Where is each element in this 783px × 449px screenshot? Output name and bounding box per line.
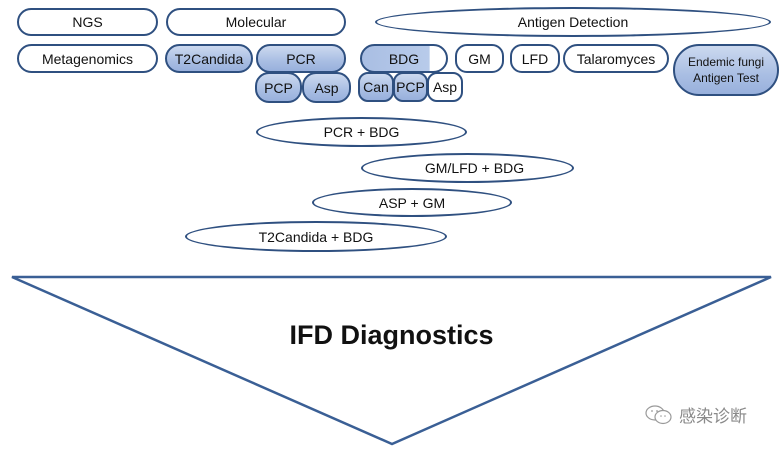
combo-label: ASP + GM xyxy=(378,194,446,211)
category-molecular: Molecular xyxy=(166,8,346,36)
combo-pcr-bdg: PCR + BDG xyxy=(256,117,467,147)
test-bdg-label: BDG xyxy=(388,50,420,67)
test-talaromyces: Talaromyces xyxy=(563,44,669,73)
test-metagenomics-label: Metagenomics xyxy=(41,50,134,67)
category-ngs-label: NGS xyxy=(72,14,103,30)
test-bdg-pcp: PCP xyxy=(393,72,428,102)
test-pcr-asp-label: Asp xyxy=(314,79,339,96)
test-pcr-pcp: PCP xyxy=(255,72,302,103)
funnel-shape xyxy=(11,275,772,446)
test-endemic-line2: Antigen Test xyxy=(693,71,759,85)
test-pcr: PCR xyxy=(256,44,346,73)
funnel-title: IFD Diagnostics xyxy=(289,320,494,350)
test-bdg-asp-label: Asp xyxy=(432,79,458,95)
test-metagenomics: Metagenomics xyxy=(17,44,158,73)
category-molecular-label: Molecular xyxy=(225,14,287,30)
combo-t2candida-bdg: T2Candida + BDG xyxy=(185,221,447,252)
category-antigen-label: Antigen Detection xyxy=(517,14,629,30)
test-talaromyces-label: Talaromyces xyxy=(576,50,656,67)
test-pcr-asp: Asp xyxy=(302,72,351,103)
test-lfd-label: LFD xyxy=(521,50,549,67)
category-ngs: NGS xyxy=(17,8,158,36)
wechat-icon xyxy=(645,404,672,424)
test-bdg-pcp-label: PCP xyxy=(396,79,425,95)
test-endemic-fungi: Endemic fungi Antigen Test xyxy=(673,44,779,96)
test-pcr-label: PCR xyxy=(286,50,316,67)
test-t2candida-label: T2Candida xyxy=(174,50,244,67)
watermark-text: 感染诊断 xyxy=(679,407,747,427)
watermark: 感染诊断 xyxy=(645,402,747,427)
category-antigen-detection: Antigen Detection xyxy=(375,7,771,37)
test-endemic-line1: Endemic fungi xyxy=(687,55,765,69)
test-pcr-pcp-label: PCP xyxy=(264,79,293,96)
combo-gm-lfd-bdg: GM/LFD + BDG xyxy=(361,153,574,183)
test-bdg-can-label: Can xyxy=(363,79,389,95)
combo-label: GM/LFD + BDG xyxy=(424,160,525,176)
test-lfd: LFD xyxy=(510,44,560,73)
combo-label: PCR + BDG xyxy=(323,124,400,140)
combo-label: T2Candida + BDG xyxy=(258,228,374,245)
test-bdg-asp: Asp xyxy=(427,72,463,102)
combo-asp-gm: ASP + GM xyxy=(312,188,512,217)
test-gm: GM xyxy=(455,44,504,73)
test-t2candida: T2Candida xyxy=(165,44,253,73)
test-gm-label: GM xyxy=(468,50,491,67)
